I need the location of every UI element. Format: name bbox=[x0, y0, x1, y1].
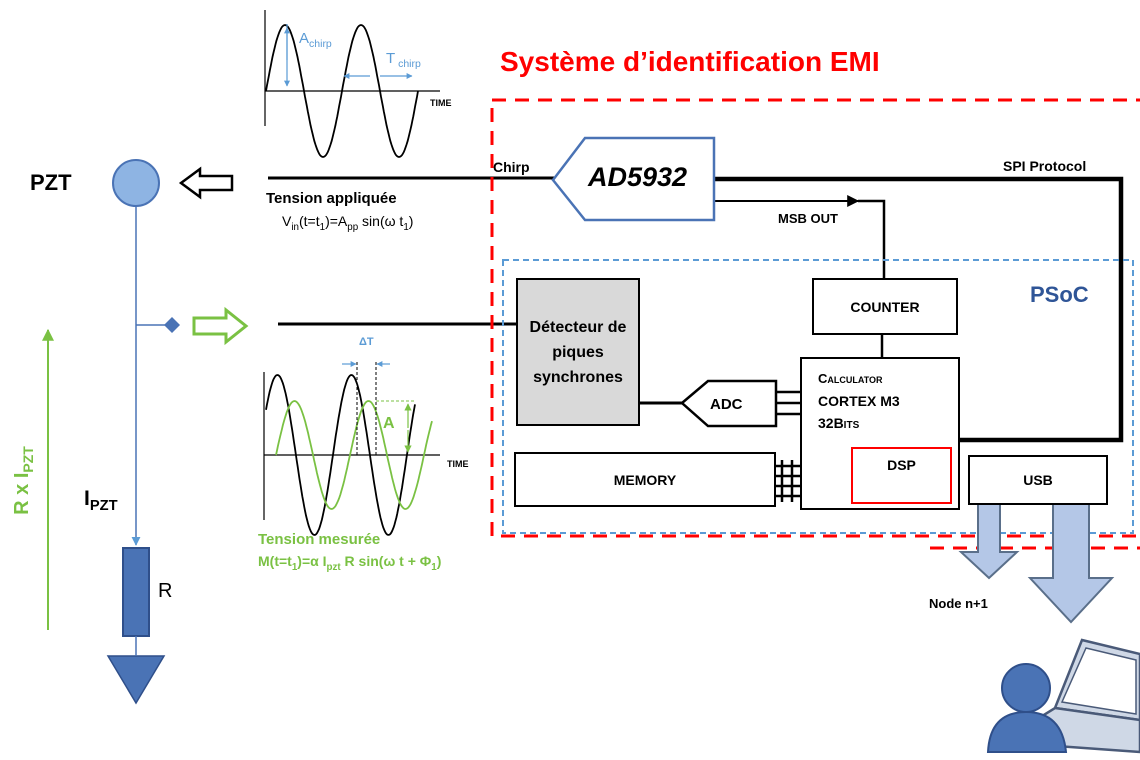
current-label-sub: PZT bbox=[89, 498, 118, 515]
current-label: IPZT bbox=[84, 487, 118, 514]
adc-block bbox=[680, 379, 778, 428]
side-label-sub: PZT bbox=[19, 446, 36, 473]
chirp-label: Chirp bbox=[493, 159, 530, 175]
applied-eq-9: ) bbox=[408, 213, 414, 229]
ground-triangle bbox=[106, 655, 166, 705]
current-label-main: I bbox=[84, 487, 90, 510]
page-title: Système d’identification EMI bbox=[500, 46, 880, 77]
chirp-amplitude-main: A bbox=[299, 30, 310, 47]
ad5932-block bbox=[551, 136, 716, 222]
chirp-plot bbox=[264, 10, 440, 158]
calculator-label-3: 32Bits bbox=[818, 415, 860, 431]
applied-eq-2: in bbox=[291, 221, 299, 233]
pzt-circle bbox=[112, 159, 160, 207]
chirp-period-sub: chirp bbox=[395, 58, 421, 70]
calculator-label-1: Calculator bbox=[818, 371, 883, 386]
tap-diamond bbox=[164, 317, 180, 333]
adc-bus bbox=[776, 390, 800, 416]
excitation-waveform bbox=[265, 374, 416, 536]
side-label-main: R x I bbox=[10, 472, 33, 515]
emi-system-boundary bbox=[490, 98, 1140, 538]
spi-label: SPI Protocol bbox=[1003, 158, 1087, 174]
delta-t-label: ΔT bbox=[359, 336, 374, 348]
memory-bus bbox=[776, 460, 800, 502]
chirp-amplitude-sub: chirp bbox=[309, 38, 332, 50]
measured-eq-6: 1 bbox=[431, 561, 437, 573]
dsp-label: DSP bbox=[887, 457, 916, 473]
applied-heading: Tension appliquée bbox=[266, 190, 397, 207]
counter-label: COUNTER bbox=[850, 298, 920, 315]
msb-wire bbox=[858, 199, 886, 278]
psoc-label: PSoC bbox=[1030, 282, 1089, 307]
counter-block: COUNTER bbox=[812, 278, 958, 335]
detector-block: Détecteur de piques synchrones bbox=[516, 278, 640, 426]
calculator-label-2: CORTEX M3 bbox=[818, 393, 900, 409]
applied-eq-7: sin(ω t bbox=[358, 213, 404, 229]
chirp-waveform bbox=[265, 24, 419, 158]
chirp-axis-label: TIME bbox=[430, 98, 452, 108]
memory-block: MEMORY bbox=[514, 452, 776, 507]
measure-hollow-arrow bbox=[192, 306, 249, 346]
chirp-period-main: T bbox=[386, 50, 396, 67]
measured-eq-3: )=α I bbox=[297, 553, 327, 569]
response-amplitude-label: A bbox=[383, 415, 395, 432]
applied-eq-6: pp bbox=[347, 221, 359, 233]
pzt-label: PZT bbox=[30, 170, 72, 195]
applied-eq-3: (t=t bbox=[298, 213, 320, 229]
measured-eq-1: M(t=t bbox=[258, 553, 292, 569]
detector-label-2: piques bbox=[552, 343, 604, 361]
response-plot bbox=[263, 361, 440, 536]
chirp-period-label: T chirp bbox=[386, 50, 421, 70]
adc-label: ADC bbox=[710, 396, 743, 413]
excitation-hollow-arrow bbox=[178, 166, 234, 200]
msb-label: MSB OUT bbox=[778, 211, 838, 226]
resistor bbox=[122, 547, 150, 637]
node-label: Node n+1 bbox=[929, 596, 988, 611]
usb-label: USB bbox=[1023, 472, 1053, 488]
side-label: R x IPZT bbox=[11, 446, 36, 515]
applied-eq-1: V bbox=[282, 213, 292, 229]
spi-wire bbox=[714, 176, 1124, 443]
measured-heading: Tension mesurée bbox=[258, 531, 381, 548]
detector-label-3: synchrones bbox=[533, 368, 623, 386]
measured-eq-7: ) bbox=[436, 553, 442, 569]
measured-eq-5: R sin(ω t + Φ bbox=[340, 553, 432, 569]
dsp-block: DSP bbox=[851, 447, 952, 504]
measured-eq-4: pzt bbox=[326, 561, 341, 573]
usb-output-arrow-large bbox=[1027, 493, 1115, 624]
applied-eq-8: 1 bbox=[403, 221, 409, 233]
ad5932-label: AD5932 bbox=[588, 162, 688, 192]
usb-block: USB bbox=[968, 455, 1108, 505]
applied-eq-4: 1 bbox=[319, 221, 326, 233]
memory-label: MEMORY bbox=[613, 471, 677, 488]
measured-waveform bbox=[275, 400, 433, 510]
laptop-user-icon bbox=[986, 638, 1140, 754]
resistor-label: R bbox=[158, 580, 173, 602]
applied-eq-5: )=A bbox=[325, 213, 348, 229]
measured-equation: M(t=t1)=α Ipzt R sin(ω t + Φ1) bbox=[258, 553, 441, 573]
detector-label-1: Détecteur de bbox=[529, 318, 627, 336]
chirp-amplitude-label: Achirp bbox=[299, 30, 332, 50]
measured-eq-2: 1 bbox=[291, 561, 298, 573]
response-axis-label: TIME bbox=[447, 459, 469, 469]
applied-equation: Vin(t=t1)=App sin(ω t1) bbox=[282, 213, 413, 233]
psoc-boundary bbox=[502, 259, 1134, 534]
